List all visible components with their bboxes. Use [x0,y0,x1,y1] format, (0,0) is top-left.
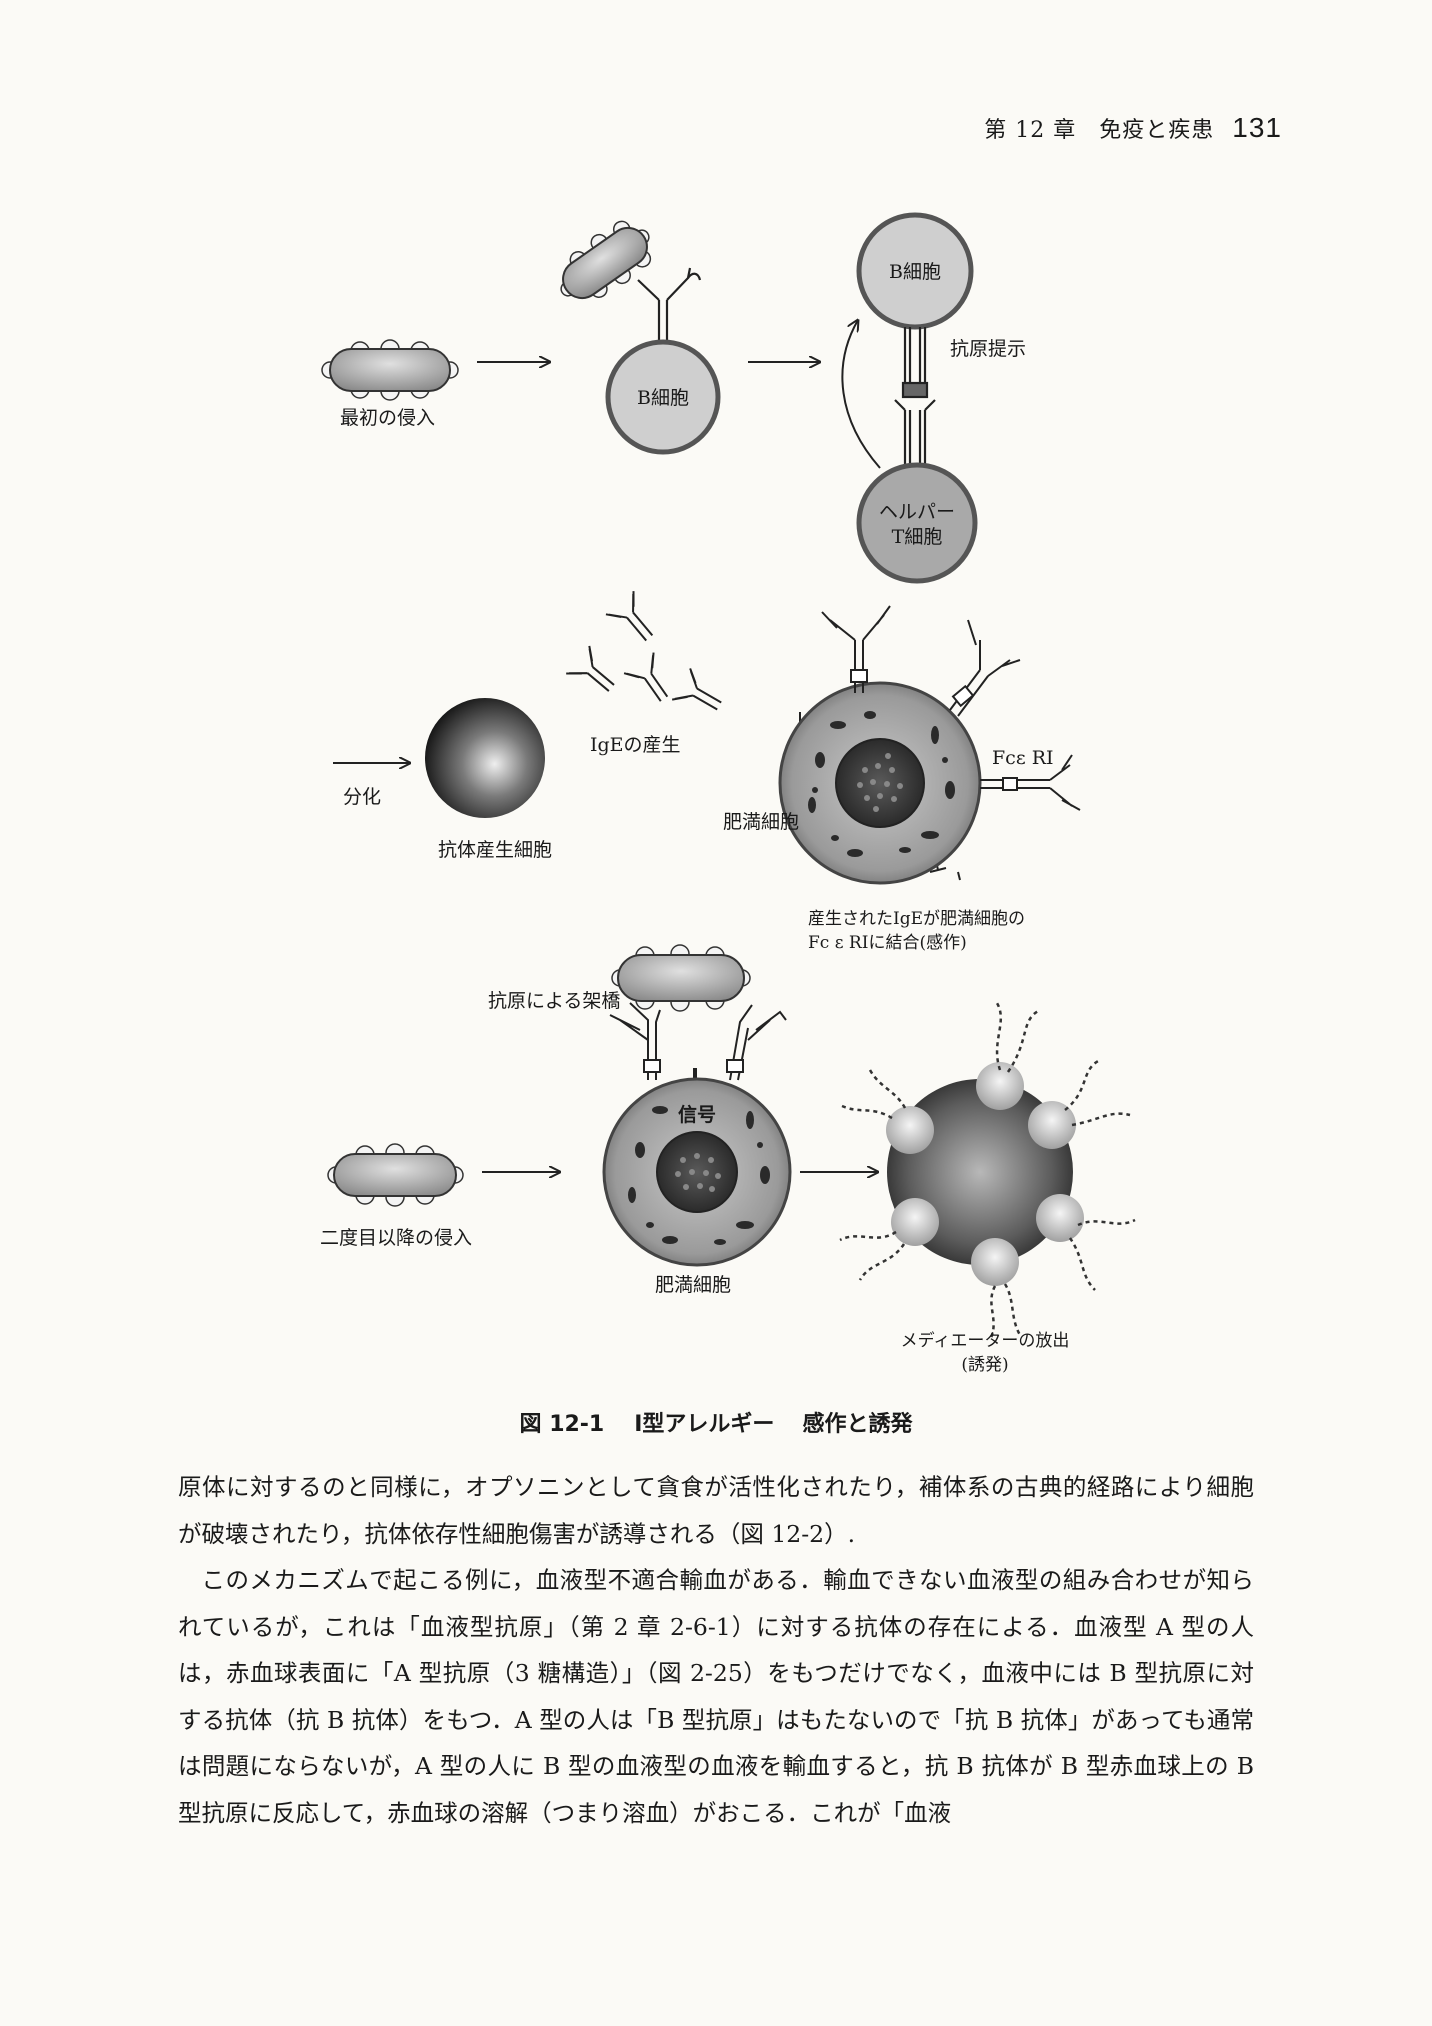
bacterium-bound [560,220,652,300]
arrow-curved [841,320,881,469]
paragraph-1: 原体に対するのと同様に，オプソニンとして貪食が活性化されたり，補体系の古典的経路… [178,1473,1254,1548]
bacterium-first [321,339,459,401]
label-fc-receptor: Fcε RI [992,747,1054,769]
page-number: 131 [1232,112,1282,143]
caption-title-b: 感作と誘発 [802,1412,913,1437]
mast-cell-sensitized [778,681,982,885]
label-helper-t-2: T細胞 [892,526,943,548]
label-mast-cell-1: 肥満細胞 [723,811,799,833]
running-header: 第 12 章 免疫と疾患 131 [984,112,1282,144]
label-ige-production: IgEの産生 [590,734,681,756]
b-cell-receptor [637,267,702,342]
label-mediator-2: (誘発) [961,1355,1008,1375]
label-first-invasion: 最初の侵入 [340,407,435,429]
mast-cell-triggered [602,1077,792,1267]
label-sensitization-1: 産生されたIgEが肥満細胞の [808,909,1025,929]
label-antibody-cell: 抗体産生細胞 [438,839,552,861]
antibody-producing-cell [425,698,545,818]
label-mediator-1: メディエーターの放出 [901,1330,1070,1351]
label-differentiation: 分化 [343,786,381,808]
helper-t-cell [856,462,978,584]
caption-number: 図 12-1 [519,1412,605,1437]
ige-antibodies-free [566,591,722,711]
label-b-cell: B細胞 [637,387,689,409]
type1-allergy-figure: 最初の侵入 B細胞 B細胞 抗原提示 ヘルパー T細胞 分化 [320,212,1136,1375]
paragraph-2: このメカニズムで起こる例に，血液型不適合輸血がある．輸血できない血液型の組み合わ… [178,1566,1254,1827]
label-crosslink: 抗原による架橋 [488,990,620,1012]
ige-bound-receptors [821,605,1081,811]
bacterium-second [327,1143,464,1207]
caption-title-a: Ⅰ型アレルギー [634,1412,775,1437]
mhc-tcr-complex [894,327,936,465]
label-b-cell-top: B細胞 [889,261,941,283]
label-antigen-presentation: 抗原提示 [950,338,1026,360]
body-text: 原体に対するのと同様に，オプソニンとして貪食が活性化されたり，補体系の古典的経路… [178,1464,1254,1836]
label-helper-t-1: ヘルパー [879,501,955,523]
label-signal: 信号 [678,1103,716,1126]
label-mast-cell-2: 肥満細胞 [655,1274,731,1296]
chapter-title: 第 12 章 免疫と疾患 [984,118,1215,143]
b-cell-2 [856,212,974,330]
label-sensitization-2: Fc ε RIに結合(感作) [808,933,967,953]
degranulating-mast-cell [839,999,1136,1341]
b-cell-1 [605,339,721,455]
crosslinked-ige [609,1002,787,1081]
figure-caption: 図 12-1 Ⅰ型アレルギー 感作と誘発 [0,1406,1432,1438]
label-second-invasion: 二度目以降の侵入 [320,1227,472,1249]
bacterium-crosslink [611,944,751,1012]
